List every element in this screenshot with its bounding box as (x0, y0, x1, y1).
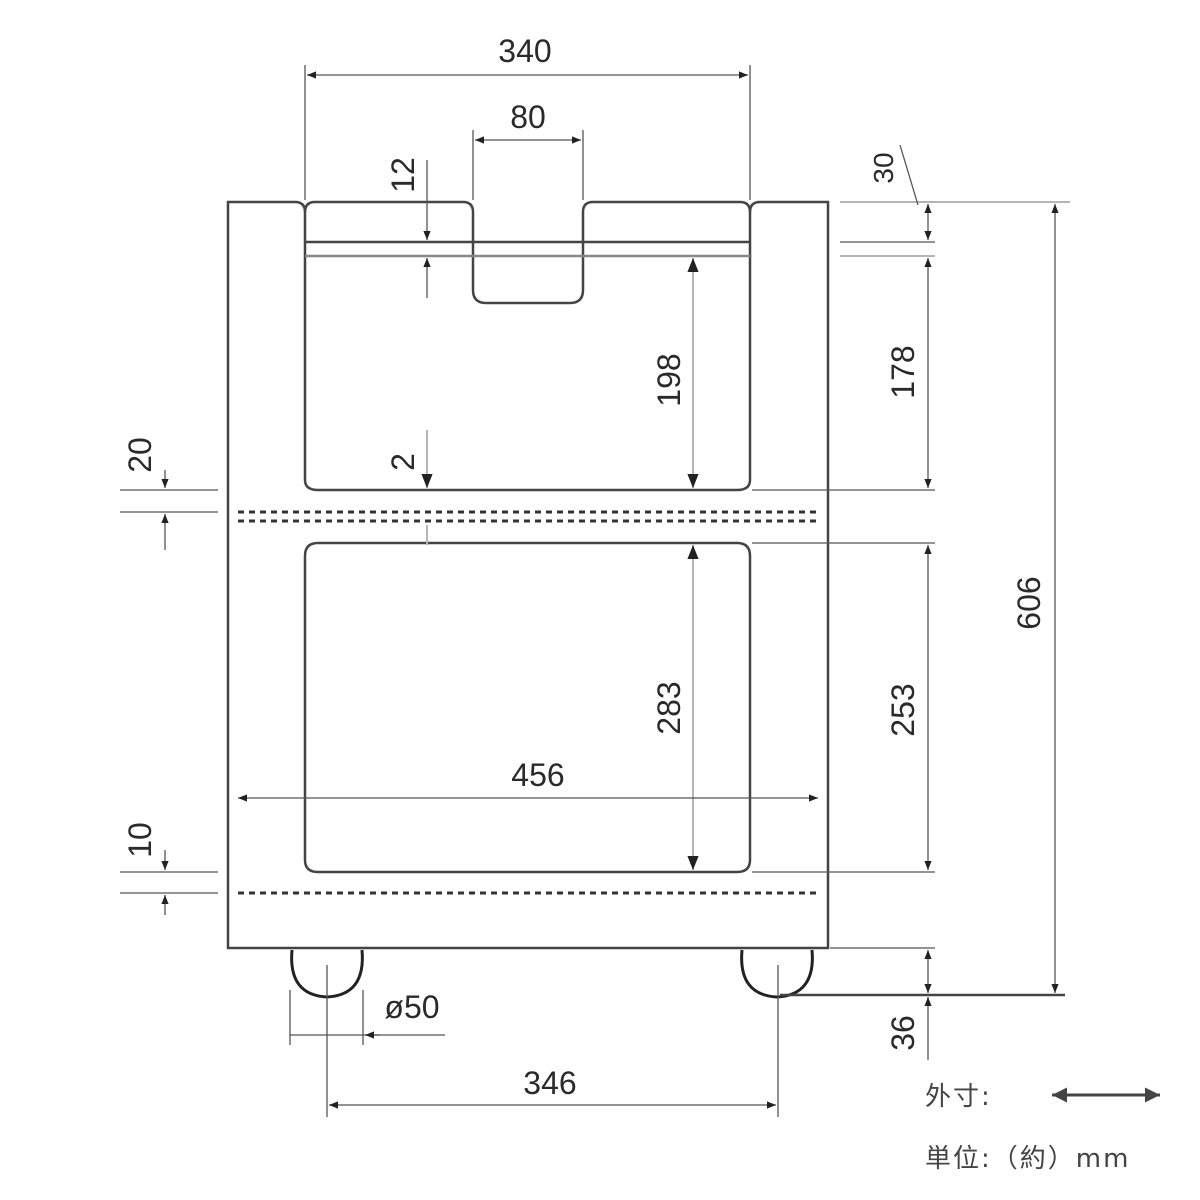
dim-30-label: 30 (868, 152, 899, 183)
legend-outer-dim-label: 外寸: (925, 1082, 992, 1112)
dim-346-label: 346 (523, 1065, 576, 1101)
dim-80-label: 80 (510, 99, 546, 135)
dim-caster-diameter-label: ø50 (384, 989, 439, 1025)
dim-283-label: 283 (651, 681, 687, 734)
dim-20-label: 20 (122, 437, 158, 473)
extension-lines (120, 65, 1070, 1117)
legend-unit-label: 単位:（約）mm (925, 1144, 1130, 1174)
dim-340-label: 340 (498, 33, 551, 69)
dim-2-label: 2 (385, 453, 421, 471)
dimension-lines (161, 71, 1059, 1109)
dim-178-label: 178 (885, 345, 921, 398)
dim-253-label: 253 (885, 683, 921, 736)
dim-456-label: 456 (511, 757, 564, 793)
dim-12-label: 12 (385, 157, 421, 193)
caster-right (740, 949, 814, 999)
dim-606-label: 606 (1011, 576, 1047, 629)
dim-10-label: 10 (122, 822, 158, 858)
cart-outline (226, 200, 830, 950)
dim-36-label: 36 (885, 1015, 921, 1051)
dim-198-label: 198 (651, 353, 687, 406)
legend: 外寸: 単位:（約）mm (925, 1082, 1160, 1174)
